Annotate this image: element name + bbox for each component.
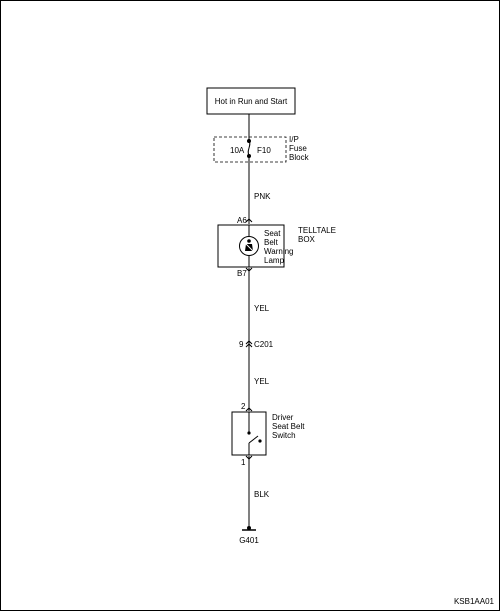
ground-junction (247, 526, 251, 530)
connector-id: C201 (254, 340, 274, 349)
wire-color-pnk: PNK (254, 192, 271, 201)
telltale-box-label-line1: TELLTALE (298, 226, 336, 235)
lamp-label-line2: Belt (264, 238, 279, 247)
switch-blade-icon (248, 435, 259, 444)
wire-color-yel-1: YEL (254, 304, 270, 313)
fuse-block-label-line2: Fuse (289, 144, 307, 153)
telltale-box-label-line2: BOX (298, 235, 316, 244)
fuse-block-label-line1: I/P (289, 135, 299, 144)
fuse-block-label-line3: Block (289, 153, 310, 162)
pin-a6-arrow-icon (245, 218, 253, 223)
connector-pin: 9 (239, 340, 244, 349)
switch-pin-bottom: 1 (241, 458, 246, 467)
switch-contact-top (247, 431, 251, 435)
lamp-label-line3: Warning (264, 247, 294, 256)
figure-code: KSB1AA01 (454, 597, 495, 606)
switch-label-line2: Seat Belt (272, 422, 305, 431)
lamp-label-line4: Lamp (264, 256, 285, 265)
seat-belt-strap-icon (244, 242, 254, 252)
ground-id: G401 (239, 536, 259, 545)
switch-label-line1: Driver (272, 413, 294, 422)
fuse-id: F10 (257, 146, 271, 155)
power-source-label: Hot in Run and Start (215, 97, 288, 106)
fuse-icon (247, 140, 251, 156)
wire-color-blk: BLK (254, 490, 270, 499)
switch-pin-top: 2 (241, 402, 246, 411)
lamp-pin-top: A6 (237, 216, 247, 225)
switch-label-line3: Switch (272, 431, 296, 440)
switch-contact-side (258, 439, 262, 443)
switch-pin-2-arrow-icon (245, 407, 253, 412)
lamp-pin-bottom: B7 (237, 269, 247, 278)
fuse-block-outline (213, 136, 287, 163)
seat-belt-person-head-icon (247, 239, 251, 243)
connector-c201-icon (245, 340, 253, 348)
wire-color-yel-2: YEL (254, 377, 270, 386)
fuse-rating: 10A (230, 146, 245, 155)
power-source-box (206, 87, 296, 115)
lamp-label-line1: Seat (264, 229, 281, 238)
